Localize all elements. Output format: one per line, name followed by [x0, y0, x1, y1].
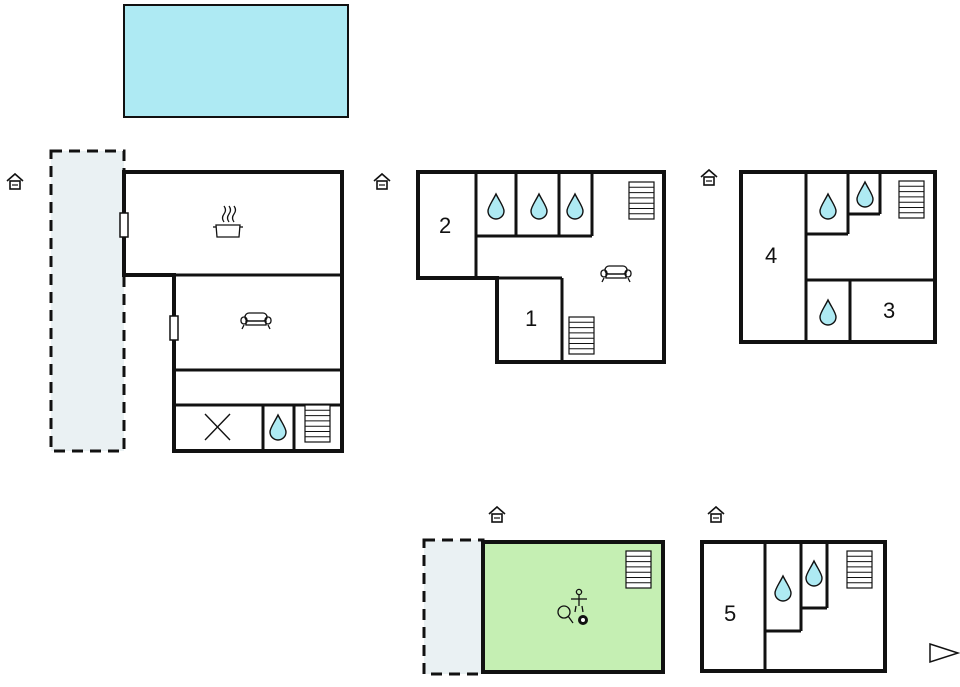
water-drop-icon	[566, 193, 584, 220]
water-drop-icon	[856, 181, 874, 208]
staircase-icon	[846, 550, 873, 589]
house-entrance-icon	[700, 169, 718, 186]
staircase-icon	[304, 404, 331, 443]
house-entrance-icon	[707, 506, 725, 523]
room-number-4: 4	[765, 243, 777, 268]
room-number-5: 5	[724, 601, 736, 626]
middle-floor	[416, 170, 666, 364]
water-drop-icon	[819, 193, 837, 220]
swimming-pool	[123, 4, 349, 118]
room-number-2: 2	[439, 213, 451, 238]
staircase-icon	[568, 316, 595, 355]
staircase-icon	[898, 180, 925, 219]
room-number-1: 1	[525, 306, 537, 331]
staircase-icon	[625, 550, 652, 589]
room-number-3: 3	[883, 298, 895, 323]
ground-floor	[119, 170, 344, 453]
water-drop-icon	[819, 299, 837, 326]
terrace-bottom	[422, 538, 485, 676]
billiard-ball-icon	[578, 615, 588, 625]
sofa-icon	[240, 312, 272, 330]
water-drop-icon	[805, 560, 823, 587]
terrace-left	[49, 149, 126, 453]
cooking-pot-icon	[213, 205, 243, 238]
table-football-icon	[571, 588, 587, 613]
table-tennis-icon	[557, 605, 574, 624]
house-entrance-icon	[6, 173, 24, 190]
water-drop-icon	[487, 193, 505, 220]
staircase-icon	[628, 181, 655, 220]
cross-icon	[204, 413, 231, 441]
sofa-icon	[600, 265, 632, 283]
bottom-right-floor	[700, 540, 887, 673]
water-drop-icon	[269, 414, 287, 441]
house-entrance-icon	[488, 506, 506, 523]
north-arrow-icon	[929, 642, 960, 664]
water-drop-icon	[774, 575, 792, 602]
water-drop-icon	[530, 193, 548, 220]
right-floor	[739, 170, 937, 344]
house-entrance-icon	[373, 173, 391, 190]
